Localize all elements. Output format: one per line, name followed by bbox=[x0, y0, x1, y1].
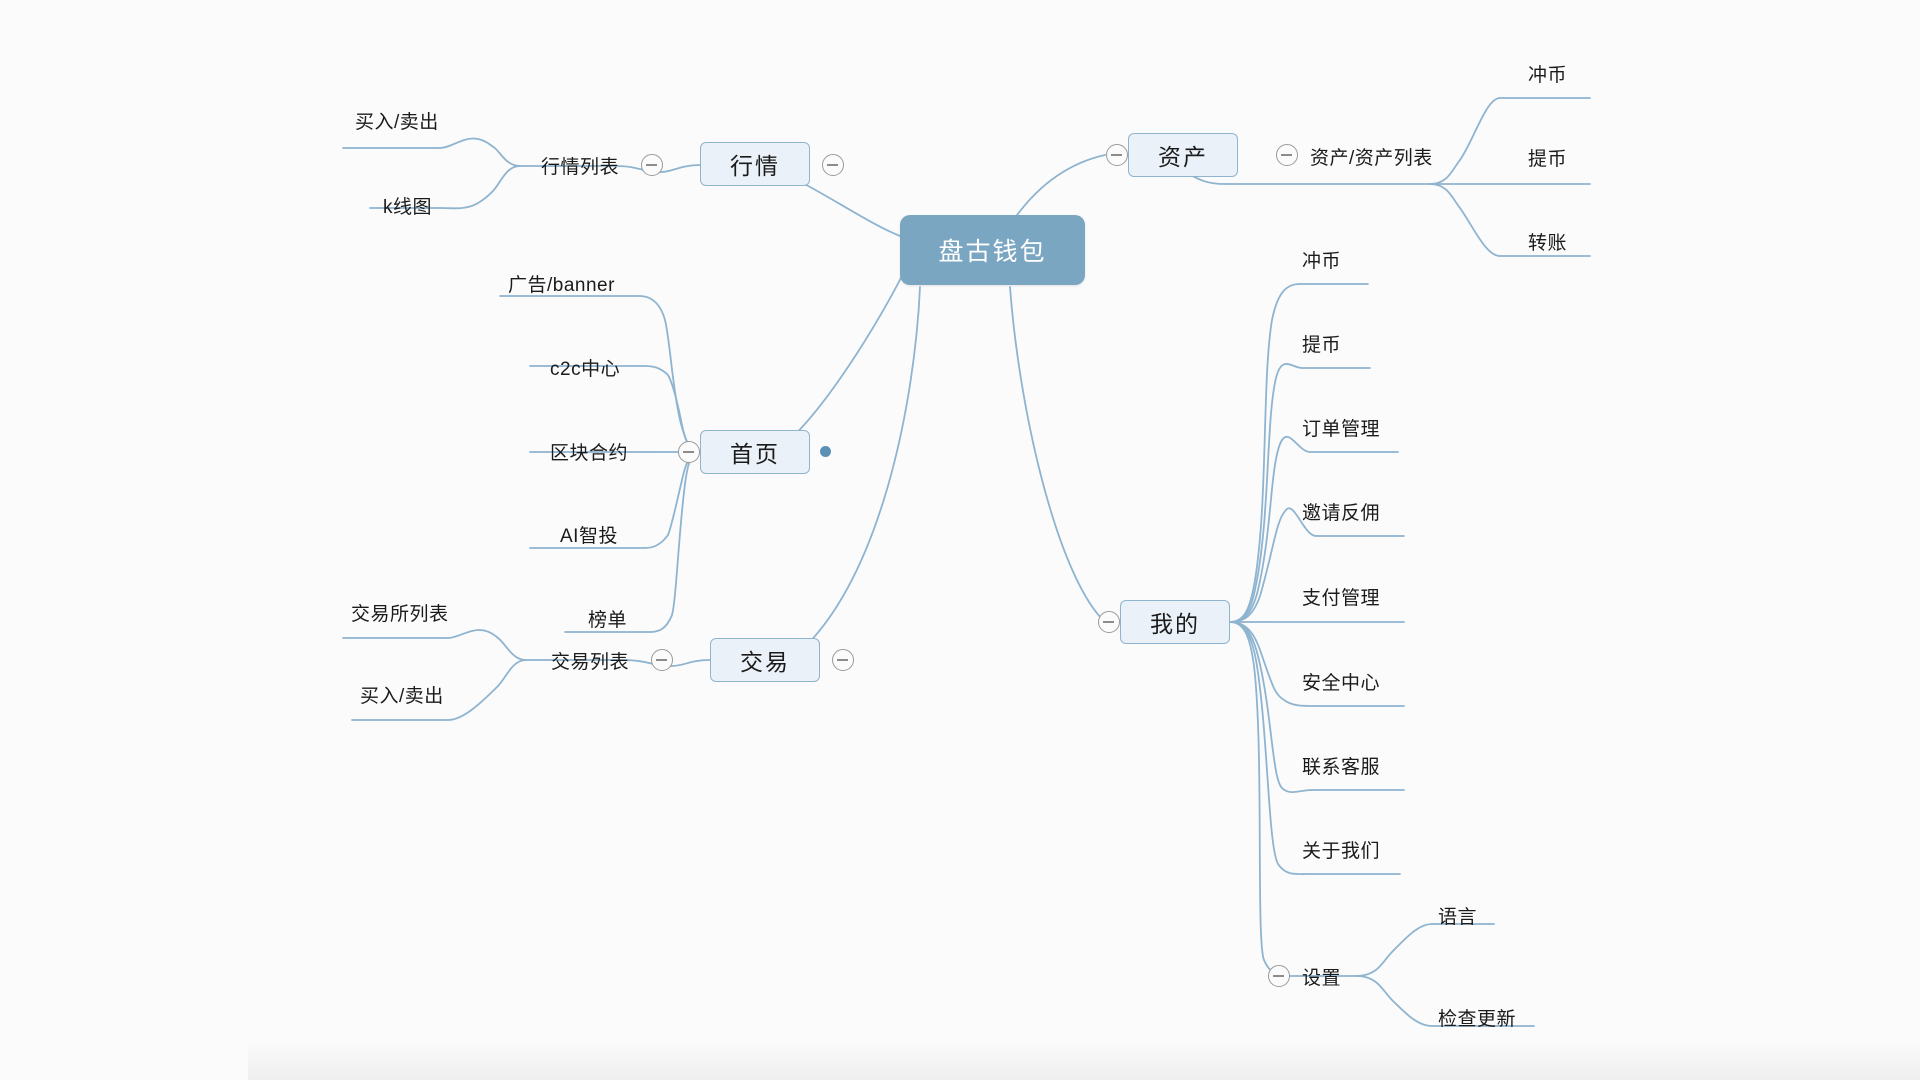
collapse-icon-hangqing-sub[interactable] bbox=[641, 154, 663, 176]
leaf-wode-6[interactable]: 联系客服 bbox=[1302, 757, 1381, 778]
branch-node-jiaoyi[interactable]: 交易 bbox=[710, 638, 820, 682]
leaf-shouye-3[interactable]: AI智投 bbox=[560, 526, 618, 547]
leaf-wode-8[interactable]: 设置 bbox=[1302, 968, 1342, 989]
root-node[interactable]: 盘古钱包 bbox=[900, 215, 1085, 285]
collapse-icon-zichan-left[interactable] bbox=[1106, 144, 1128, 166]
leaf-shouye-2[interactable]: 区块合约 bbox=[550, 443, 629, 464]
sub-label-jiaoyi-list[interactable]: 交易列表 bbox=[551, 652, 630, 673]
dot-icon-shouye-right[interactable] bbox=[820, 446, 831, 457]
branch-node-shouye[interactable]: 首页 bbox=[700, 430, 810, 474]
branch-node-shouye-label: 首页 bbox=[730, 441, 780, 467]
collapse-icon-jiaoyi-sub[interactable] bbox=[651, 649, 673, 671]
sub-label-hangqing-list[interactable]: 行情列表 bbox=[541, 157, 620, 178]
leaf-hangqing-1[interactable]: k线图 bbox=[383, 197, 433, 218]
branch-node-zichan-label: 资产 bbox=[1158, 144, 1208, 170]
branch-node-hangqing-label: 行情 bbox=[730, 153, 780, 179]
root-node-label: 盘古钱包 bbox=[938, 238, 1047, 266]
leaf-wode-7[interactable]: 关于我们 bbox=[1302, 841, 1381, 862]
leaf-jiaoyi-0[interactable]: 交易所列表 bbox=[351, 604, 449, 625]
leaf-zichan-1[interactable]: 提币 bbox=[1528, 149, 1568, 170]
branch-node-wode[interactable]: 我的 bbox=[1120, 600, 1230, 644]
leaf-wode-0[interactable]: 冲币 bbox=[1302, 251, 1342, 272]
collapse-icon-hangqing-right[interactable] bbox=[822, 154, 844, 176]
leaf-settings-1[interactable]: 检查更新 bbox=[1438, 1009, 1517, 1030]
leaf-shouye-0[interactable]: 广告/banner bbox=[508, 275, 615, 296]
collapse-icon-jiaoyi-right[interactable] bbox=[832, 649, 854, 671]
leaf-wode-2[interactable]: 订单管理 bbox=[1302, 419, 1381, 440]
branch-node-wode-label: 我的 bbox=[1150, 611, 1200, 637]
leaf-wode-1[interactable]: 提币 bbox=[1302, 335, 1342, 356]
collapse-icon-wode-settings[interactable] bbox=[1268, 965, 1290, 987]
collapse-icon-zichan-sub[interactable] bbox=[1276, 144, 1298, 166]
sub-label-zichan-list[interactable]: 资产/资产列表 bbox=[1310, 148, 1433, 169]
leaf-shouye-4[interactable]: 榜单 bbox=[588, 610, 628, 631]
collapse-icon-wode-left[interactable] bbox=[1098, 611, 1120, 633]
branch-node-zichan[interactable]: 资产 bbox=[1128, 133, 1238, 177]
leaf-zichan-2[interactable]: 转账 bbox=[1528, 233, 1568, 254]
leaf-zichan-0[interactable]: 冲币 bbox=[1528, 65, 1568, 86]
leaf-jiaoyi-1[interactable]: 买入/卖出 bbox=[360, 686, 444, 707]
branch-node-hangqing[interactable]: 行情 bbox=[700, 142, 810, 186]
leaf-wode-3[interactable]: 邀请反佣 bbox=[1302, 503, 1381, 524]
leaf-wode-4[interactable]: 支付管理 bbox=[1302, 588, 1381, 609]
leaf-wode-5[interactable]: 安全中心 bbox=[1302, 673, 1381, 694]
leaf-hangqing-0[interactable]: 买入/卖出 bbox=[355, 112, 439, 133]
leaf-settings-0[interactable]: 语言 bbox=[1438, 907, 1478, 928]
collapse-icon-shouye-left[interactable] bbox=[678, 441, 700, 463]
branch-node-jiaoyi-label: 交易 bbox=[740, 649, 790, 675]
leaf-shouye-1[interactable]: c2c中心 bbox=[550, 359, 621, 380]
